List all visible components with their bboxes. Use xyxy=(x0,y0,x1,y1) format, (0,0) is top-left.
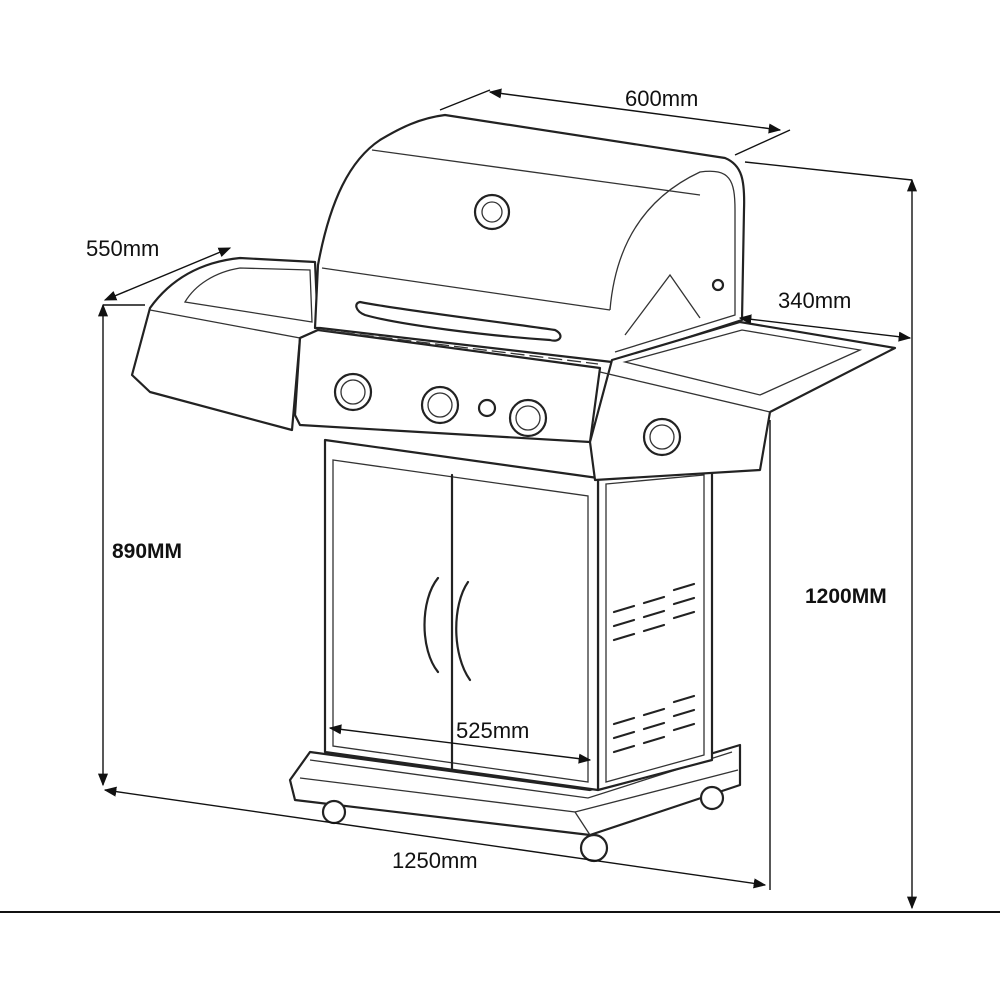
dim-label-550: 550mm xyxy=(86,236,159,261)
burner-knob-3 xyxy=(508,398,548,438)
dim-label-525: 525mm xyxy=(456,718,529,743)
control-panel xyxy=(293,328,602,444)
dim-label-890: 890MM xyxy=(112,540,182,563)
door-handle-right xyxy=(455,580,472,682)
wheel xyxy=(321,799,347,825)
dim-label-340: 340mm xyxy=(778,288,851,313)
vent-slots xyxy=(612,582,696,754)
left-side-shelf xyxy=(130,256,320,432)
dim-label-1250: 1250mm xyxy=(392,848,478,873)
dimension-lines xyxy=(97,88,918,910)
wheel xyxy=(699,785,725,811)
lid-handle xyxy=(355,300,562,342)
side-burner-knob xyxy=(642,417,682,457)
side-burner xyxy=(588,320,897,482)
dim-label-600: 600mm xyxy=(625,86,698,111)
thermometer-icon xyxy=(473,193,511,231)
igniter-button xyxy=(477,398,497,418)
wheel xyxy=(579,833,609,863)
grill-lid xyxy=(313,113,746,364)
dim-label-1200: 1200MM xyxy=(805,585,887,608)
door-handle-left xyxy=(423,576,440,674)
burner-knob-2 xyxy=(420,385,460,425)
grill-cart xyxy=(323,438,714,792)
burner-knob-1 xyxy=(333,372,373,412)
